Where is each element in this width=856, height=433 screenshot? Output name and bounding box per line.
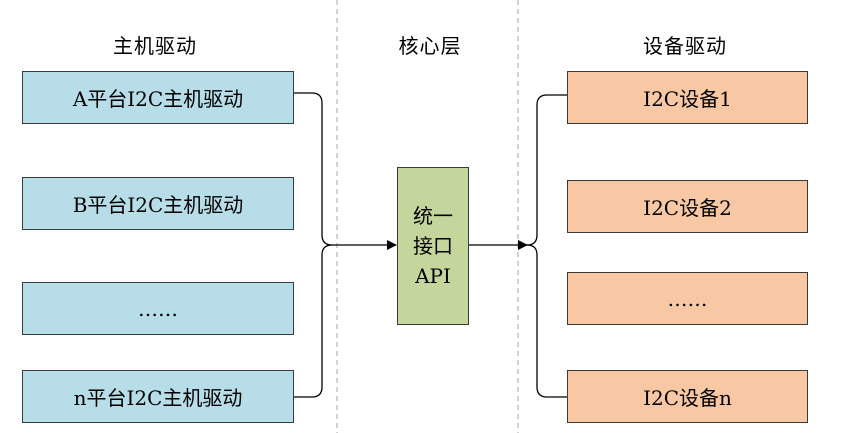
host-connector-n [294, 244, 333, 398]
host-connector-a [294, 92, 333, 246]
host-driver-box: …… [22, 282, 294, 335]
device-box: I2C设备1 [567, 71, 808, 124]
host-driver-box: A平台I2C主机驱动 [22, 71, 294, 124]
core-line: 接口 [413, 234, 453, 258]
host-column-header: 主机驱动 [113, 34, 197, 58]
core-line: 统一 [413, 204, 453, 228]
core-column-header: 核心层 [398, 34, 462, 58]
device-box: …… [567, 272, 808, 325]
device-box: I2C设备2 [567, 180, 808, 233]
device-connector-1 [526, 94, 567, 246]
device-column-header: 设备驱动 [643, 34, 727, 58]
host-driver-box: B平台I2C主机驱动 [22, 177, 294, 230]
host-driver-box: n平台I2C主机驱动 [22, 370, 294, 423]
device-connector-n [526, 244, 567, 398]
core-api-box: 统一 接口 API [397, 167, 469, 325]
device-box: I2C设备n [567, 370, 808, 423]
core-line: API [415, 264, 451, 288]
